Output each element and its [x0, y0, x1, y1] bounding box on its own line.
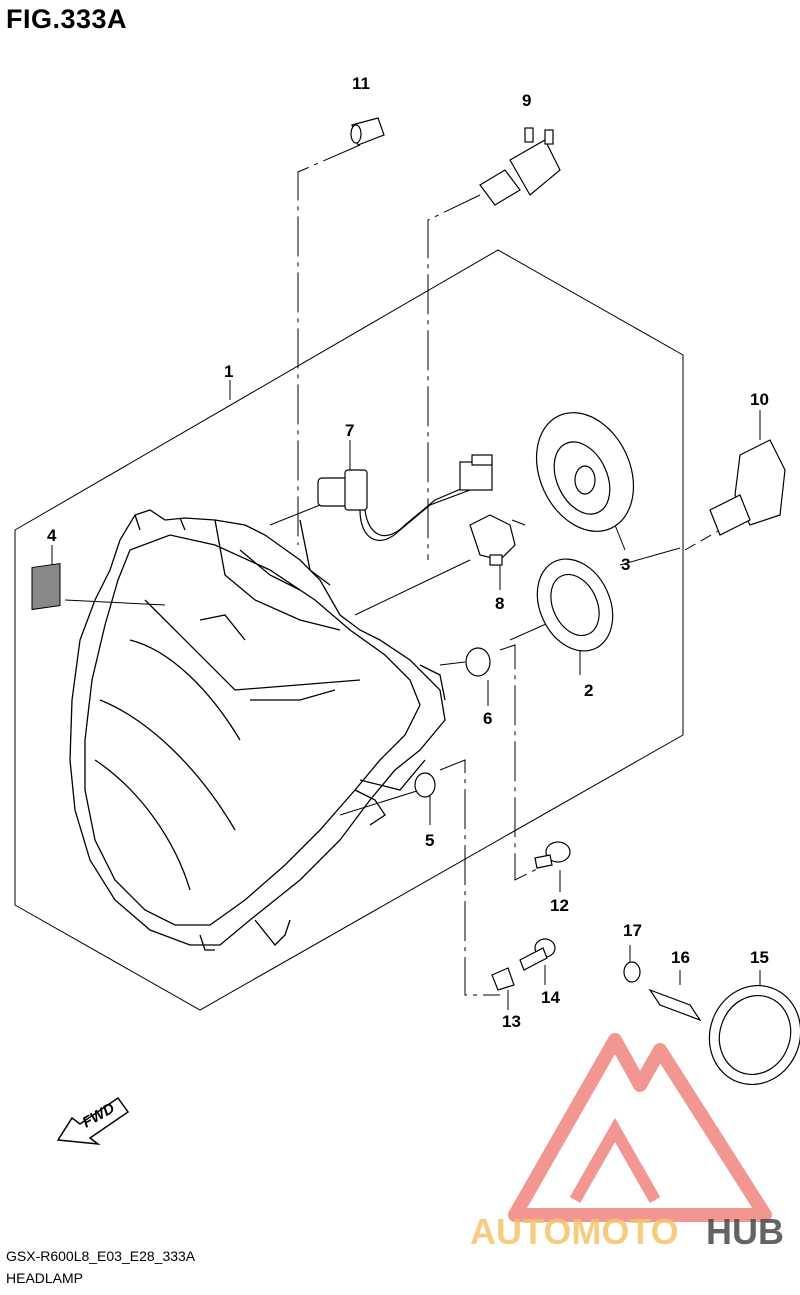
watermark-logo: [508, 1033, 772, 1222]
callout-2: 2: [584, 681, 593, 700]
fasteners: [491, 841, 800, 1086]
callout-5: 5: [425, 831, 434, 850]
headlamp-housing: [69, 509, 446, 951]
bulb-9: [479, 127, 561, 206]
grommets: [414, 647, 491, 798]
socket-harness: [317, 454, 493, 541]
callout-labels: 1 2 3 4 5 6 7 8 9 10 11 12 13 14 15 16 1…: [47, 74, 769, 1031]
callout-15: 15: [750, 948, 769, 967]
callout-3: 3: [621, 555, 630, 574]
callout-17: 17: [623, 921, 642, 940]
fwd-arrow: FWD: [56, 1096, 130, 1146]
callout-11: 11: [352, 74, 370, 93]
callout-14: 14: [541, 988, 560, 1007]
callout-4: 4: [47, 526, 57, 545]
figure-name: HEADLAMP: [6, 1270, 84, 1286]
callout-10: 10: [750, 390, 769, 409]
cover: [535, 412, 635, 532]
bulb-11: [350, 117, 385, 146]
callout-9: 9: [522, 91, 531, 110]
assembly-boundary: [14, 249, 684, 1011]
bulb-10: [709, 439, 786, 536]
watermark-part1: AUTOMOTO: [470, 1211, 679, 1252]
reflector: [31, 562, 61, 611]
watermark-text: AUTOMOTO HUB: [470, 1211, 784, 1252]
figure-title: FIG.333A: [6, 4, 128, 34]
callout-8: 8: [495, 594, 504, 613]
leader-lines: [51, 144, 761, 1010]
bulb-socket: [469, 514, 526, 566]
figure-code: GSX-R600L8_E03_E28_333A: [6, 1248, 196, 1264]
callout-16: 16: [671, 948, 690, 967]
callout-13: 13: [502, 1012, 521, 1031]
callout-1: 1: [224, 362, 233, 381]
callout-12: 12: [550, 896, 569, 915]
callout-6: 6: [483, 709, 492, 728]
seal-ring: [536, 558, 614, 652]
watermark-part2: HUB: [706, 1211, 784, 1252]
callout-7: 7: [345, 421, 354, 440]
